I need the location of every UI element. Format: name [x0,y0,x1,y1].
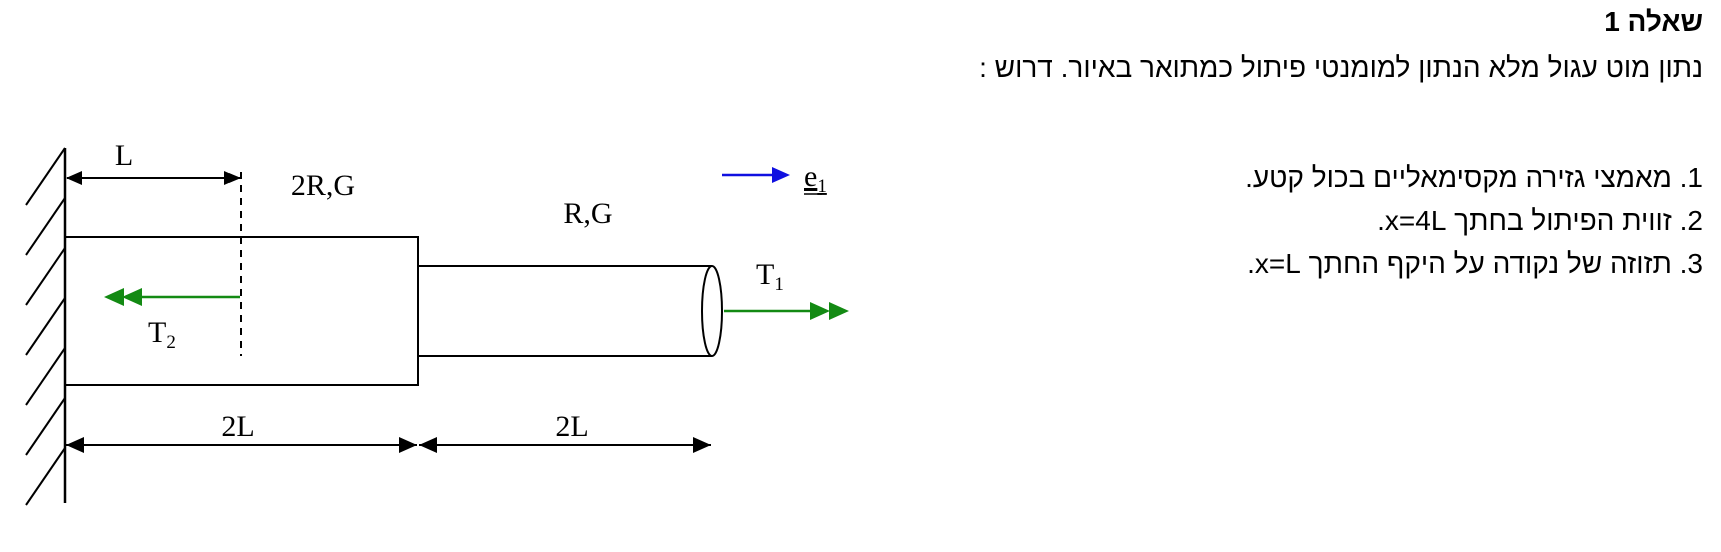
task-number: 3. [1679,248,1703,279]
torque-T1-label: T1 [756,258,784,295]
task-end: . [1377,205,1385,236]
dimension-2L-large: 2L [66,410,417,453]
dimension-2L-label: 2L [221,410,254,443]
task-text: זווית הפיתול בחתך [1446,205,1672,236]
task-item-3: 3. תזוזה של נקודה על היקף החתך x=L. [1245,242,1703,285]
axis-label: e1 [804,160,827,197]
task-number: 1. [1679,162,1703,193]
dimension-L-label: L [115,139,133,172]
question-title: שאלה 1 [1604,6,1703,37]
torque-T1-arrow [724,302,849,320]
question-intro: נתון מוט עגול מלא הנתון למומנטי פיתול כמ… [979,52,1703,83]
task-text: תזוזה של נקודה על היקף החתך [1300,248,1672,279]
torque-T2-arrow [104,288,240,306]
dimension-L: L [66,139,241,185]
task-end: . [1247,248,1255,279]
task-math: x=4L [1384,205,1447,236]
fixed-wall [25,147,67,506]
section2-label: R,G [563,197,612,230]
task-list: 1. מאמצי גזירה מקסימאליים בכול קטע. 2. ז… [1245,156,1703,285]
task-item-2: 2. זווית הפיתול בחתך x=4L. [1245,199,1703,242]
task-math: x=L [1254,248,1301,279]
dimension-2L-label: 2L [555,410,588,443]
section1-label: 2R,G [291,169,355,202]
task-text: מאמצי גזירה מקסימאליים בכול קטע. [1245,162,1672,193]
dimension-2L-small: 2L [419,410,711,453]
axis-arrow [722,167,790,183]
task-number: 2. [1679,205,1703,236]
task-item-1: 1. מאמצי גזירה מקסימאליים בכול קטע. [1245,156,1703,199]
torque-T2-label: T2 [148,316,176,353]
shaft-end-face [701,265,723,357]
shaft-section-large [64,236,419,386]
shaft-section-small [417,265,712,357]
